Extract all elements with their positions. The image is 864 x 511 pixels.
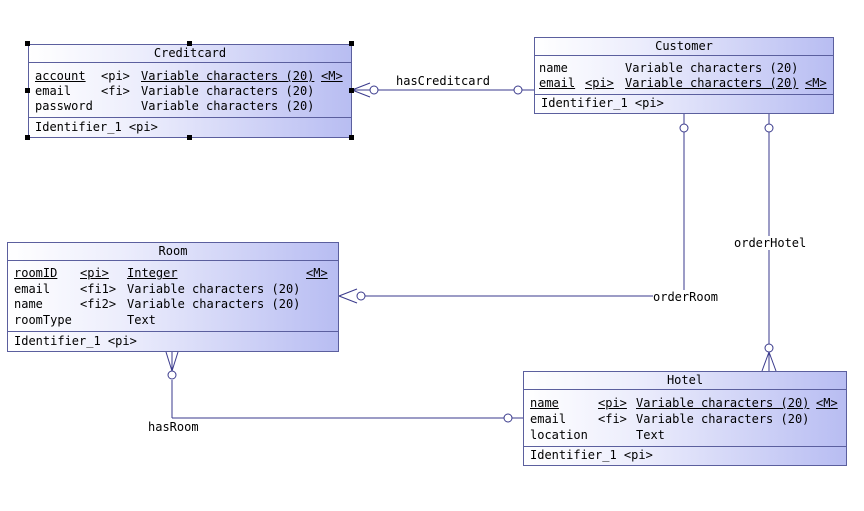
attr-key: <pi> (598, 396, 627, 410)
selection-handle[interactable] (25, 135, 30, 140)
entity-creditcard[interactable]: Creditcard account <pi> Variable charact… (28, 44, 352, 138)
entity-customer[interactable]: Customer name Variable characters (20) e… (534, 37, 834, 114)
attr-mandatory: <M> (805, 76, 827, 90)
attr-type: Variable characters (20) (141, 69, 315, 83)
attr-type: Variable characters (20) (127, 282, 301, 296)
entity-identifier: Identifier_1 <pi> (35, 120, 158, 134)
room-crowfoot-orderroom (338, 288, 358, 297)
attr-key: <fi1> (80, 282, 117, 296)
attr-name: name (14, 297, 43, 311)
attr-key: <pi> (585, 76, 614, 90)
selection-handle[interactable] (349, 41, 354, 46)
attr-name: email (530, 412, 567, 426)
entity-title: Room (8, 243, 338, 261)
customer-optional-circle (513, 85, 523, 95)
selection-handle[interactable] (349, 88, 354, 93)
attr-type: Variable characters (20) (127, 297, 301, 311)
attr-type: Integer (127, 266, 178, 280)
attr-name: roomID (14, 266, 58, 280)
selection-handle[interactable] (25, 88, 30, 93)
attr-type: Variable characters (20) (636, 396, 810, 410)
attribute-list: roomID <pi> Integer <M> email <fi1> Vari… (8, 261, 338, 332)
attr-type: Variable characters (20) (141, 84, 315, 98)
entity-identifier: Identifier_1 <pi> (14, 334, 137, 348)
attr-key: <fi> (598, 412, 627, 426)
attr-type: Variable characters (20) (636, 412, 810, 426)
creditcard-crowfoot (351, 82, 371, 91)
room-crowfoot-hasroom (165, 351, 173, 372)
entity-hotel[interactable]: Hotel name <pi> Variable characters (20)… (523, 371, 847, 466)
attr-type: Variable characters (20) (625, 61, 799, 75)
attr-mandatory: <M> (321, 69, 343, 83)
attr-name: account (35, 69, 86, 83)
attr-type: Variable characters (20) (625, 76, 799, 90)
selection-handle[interactable] (349, 135, 354, 140)
selection-handle[interactable] (187, 135, 192, 140)
hasroom-label: hasRoom (148, 420, 199, 434)
attr-mandatory: <M> (816, 396, 838, 410)
selection-handle[interactable] (25, 41, 30, 46)
attr-key: <fi2> (80, 297, 117, 311)
hascreditcard-label: hasCreditcard (396, 74, 490, 88)
creditcard-optional-circle (369, 85, 379, 95)
attr-name: email (35, 84, 72, 98)
attr-key: <pi> (80, 266, 109, 280)
attr-name: name (530, 396, 559, 410)
attr-name: location (530, 428, 588, 442)
hotel-crowfoot (761, 351, 770, 372)
attribute-list: name <pi> Variable characters (20) <M> e… (524, 390, 846, 447)
attr-mandatory: <M> (306, 266, 328, 280)
attr-name: roomType (14, 313, 72, 327)
attr-name: email (14, 282, 51, 296)
entity-title: Customer (535, 38, 833, 56)
attr-type: Text (127, 313, 156, 327)
attr-type: Text (636, 428, 665, 442)
orderroom-label: orderRoom (653, 290, 719, 304)
attribute-list: name Variable characters (20) email <pi>… (535, 56, 833, 95)
selection-handle[interactable] (187, 41, 192, 46)
entity-identifier: Identifier_1 <pi> (530, 448, 653, 462)
attribute-list: account <pi> Variable characters (20) <M… (29, 63, 351, 118)
attr-name: email (539, 76, 576, 90)
entity-title: Creditcard (29, 45, 351, 63)
attr-key: <pi> (101, 69, 130, 83)
entity-room[interactable]: Room roomID <pi> Integer <M> email <fi1>… (7, 242, 339, 352)
orderhotel-label: orderHotel (734, 236, 807, 250)
entity-title: Hotel (524, 372, 846, 390)
entity-identifier: Identifier_1 <pi> (541, 96, 664, 110)
attr-name: name (539, 61, 568, 75)
attr-type: Variable characters (20) (141, 99, 315, 113)
attr-key: <fi> (101, 84, 130, 98)
attr-name: password (35, 99, 93, 113)
